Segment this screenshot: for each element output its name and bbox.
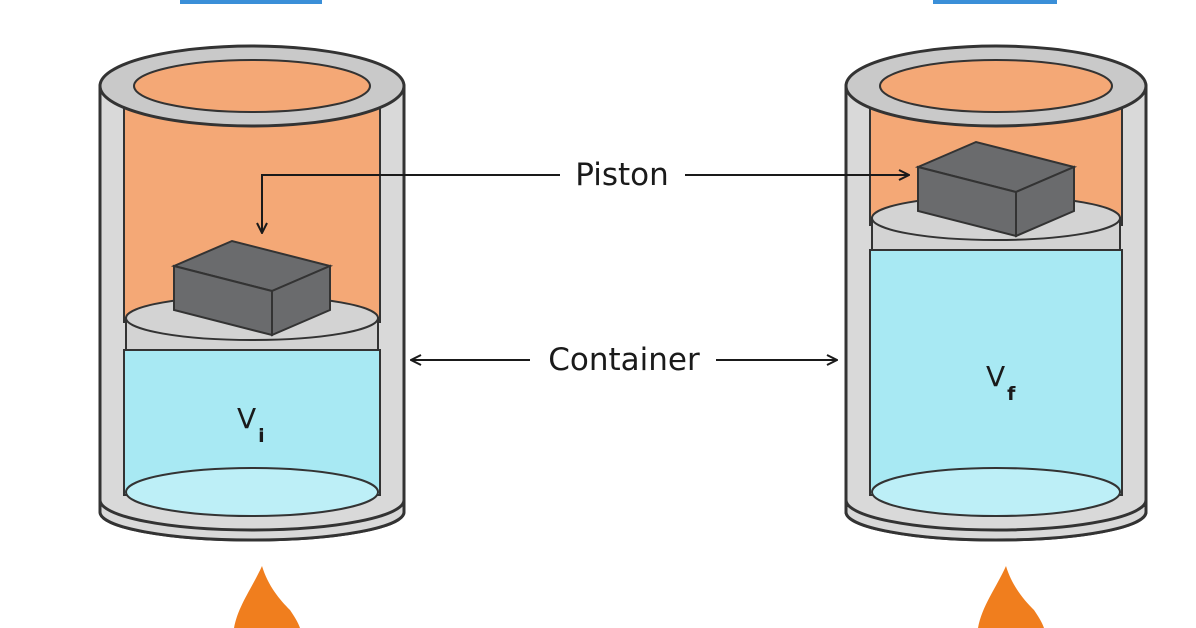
container-label: Container — [548, 342, 700, 378]
container-top-opening — [133, 59, 371, 113]
container-base-ring — [844, 499, 1148, 542]
top-tab-right — [933, 0, 1057, 4]
volume-initial-label: Vi — [237, 402, 265, 447]
container-base-ring — [98, 499, 406, 542]
container-callout: Container — [412, 342, 836, 378]
piston-arrow-left — [262, 174, 560, 232]
container-top-opening — [879, 59, 1113, 113]
piston-callout: Piston — [262, 157, 908, 232]
piston-weight — [170, 239, 334, 337]
volume-final-label: Vf — [986, 360, 1016, 405]
cylinder-initial: Vi — [98, 44, 406, 628]
liquid-bottom-surface — [871, 467, 1121, 517]
liquid-region — [869, 249, 1123, 496]
volume-initial-subscript: i — [258, 425, 265, 447]
flame-icon — [234, 566, 300, 628]
piston-label: Piston — [575, 157, 669, 193]
liquid-bottom-surface — [125, 467, 379, 517]
flame-icon — [978, 566, 1044, 628]
top-tab-left — [180, 0, 322, 4]
cylinder-final: Vf — [844, 44, 1148, 628]
volume-final-subscript: f — [1007, 383, 1016, 405]
piston-weight — [914, 140, 1078, 238]
